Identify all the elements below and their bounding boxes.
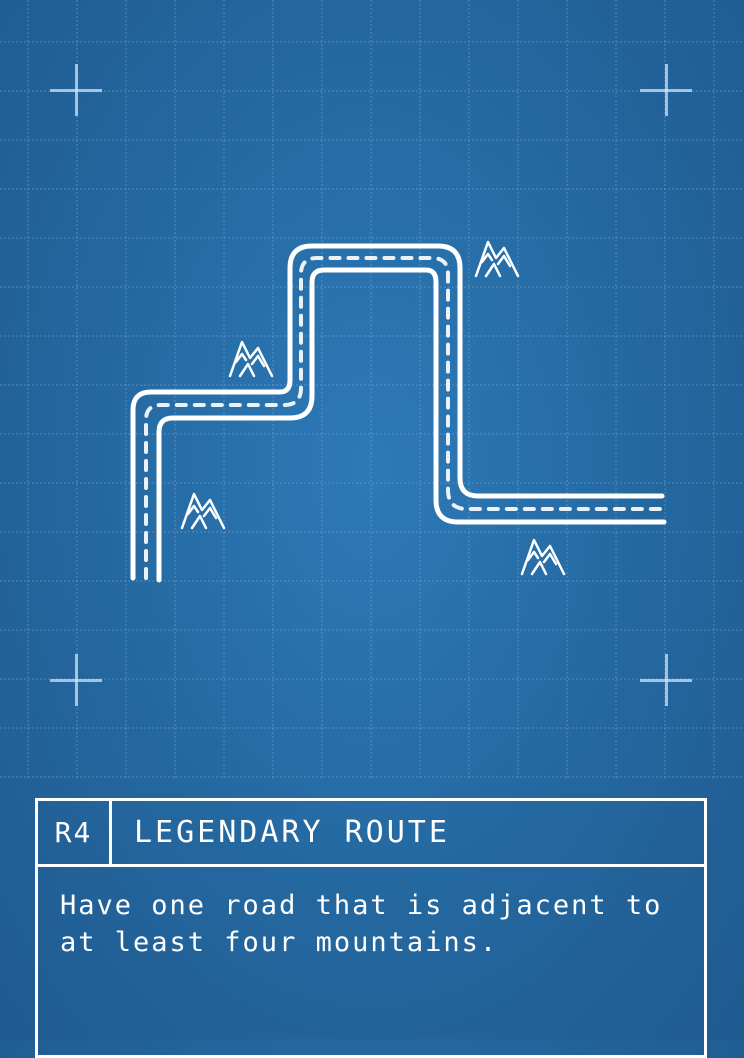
card-title: LEGENDARY ROUTE	[134, 815, 450, 850]
blueprint-grid	[0, 0, 744, 780]
card-description: Have one road that is adjacent to at lea…	[60, 890, 663, 958]
crosshair-icon	[50, 654, 102, 706]
mountain-icon	[180, 492, 226, 530]
mountain-icon	[474, 240, 520, 278]
card-header: R4 LEGENDARY ROUTE	[38, 801, 704, 867]
crosshair-icon	[640, 654, 692, 706]
mountain-icon	[228, 340, 274, 378]
card-info-box: R4 LEGENDARY ROUTE Have one road that is…	[35, 798, 707, 1058]
crosshair-icon	[640, 64, 692, 116]
route-illustration	[0, 0, 744, 780]
mountain-icon	[520, 538, 566, 576]
card-code: R4	[38, 801, 112, 864]
crosshair-icon	[50, 64, 102, 116]
road-icon	[130, 243, 667, 583]
